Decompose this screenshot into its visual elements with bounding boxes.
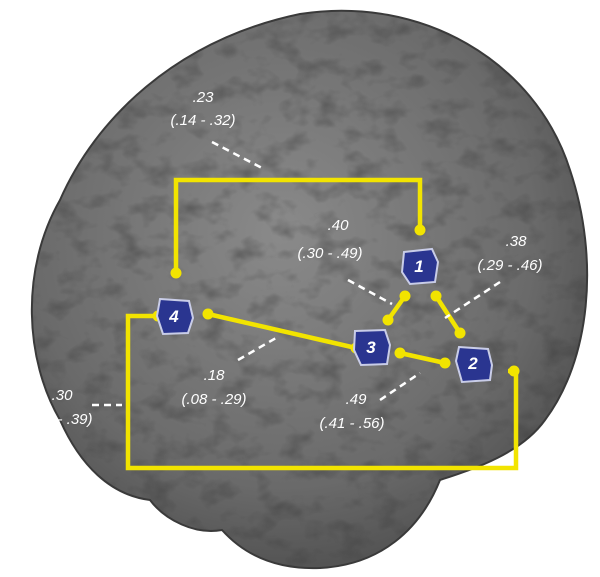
connection-label-1-3: .40 (.30 - .49) (297, 217, 362, 262)
region-node-1: 1 (400, 247, 440, 286)
leader-1-3 (347, 278, 393, 306)
region-label-2: 2 (467, 354, 478, 373)
ci-1-3: (.30 - .49) (297, 245, 362, 262)
leader-4-1 (211, 140, 263, 170)
connection-4-3 (207, 311, 357, 351)
connection-label-4-3: .18 (.08 - .29) (181, 367, 246, 408)
ci-1-2: (.29 - .46) (477, 257, 542, 274)
ci-3-2: (.41 - .56) (319, 415, 384, 432)
connection-label-4-2: .30 (.19 - .39) (27, 387, 92, 428)
region-label-3: 3 (366, 338, 376, 357)
region-node-4: 4 (155, 297, 195, 336)
connection-3-2 (399, 350, 446, 366)
connection-4-1 (173, 177, 423, 273)
connection-label-1-2: .38 (.29 - .46) (477, 233, 542, 274)
leader-1-2 (444, 280, 501, 320)
label-leaders (92, 140, 501, 407)
region-label-1: 1 (414, 257, 423, 276)
leader-4-3 (237, 336, 277, 362)
region-node-3: 3 (352, 328, 392, 367)
estimate-4-2: .30 (52, 387, 74, 404)
estimate-4-1: .23 (193, 89, 215, 106)
region-label-4: 4 (168, 307, 179, 326)
leader-3-2 (379, 371, 421, 402)
estimate-4-3: .18 (204, 367, 226, 384)
connection-1-2 (434, 294, 462, 335)
ci-4-3: (.08 - .29) (181, 391, 246, 408)
estimate-1-2: .38 (506, 233, 528, 250)
estimate-1-3: .40 (328, 217, 350, 234)
ci-4-1: (.14 - .32) (170, 112, 235, 129)
region-node-2: 2 (454, 345, 494, 384)
connection-label-4-1: .23 (.14 - .32) (170, 89, 235, 129)
ci-4-2: (.19 - .39) (27, 411, 92, 428)
estimate-3-2: .49 (346, 391, 368, 408)
connection-label-3-2: .49 (.41 - .56) (319, 391, 384, 432)
